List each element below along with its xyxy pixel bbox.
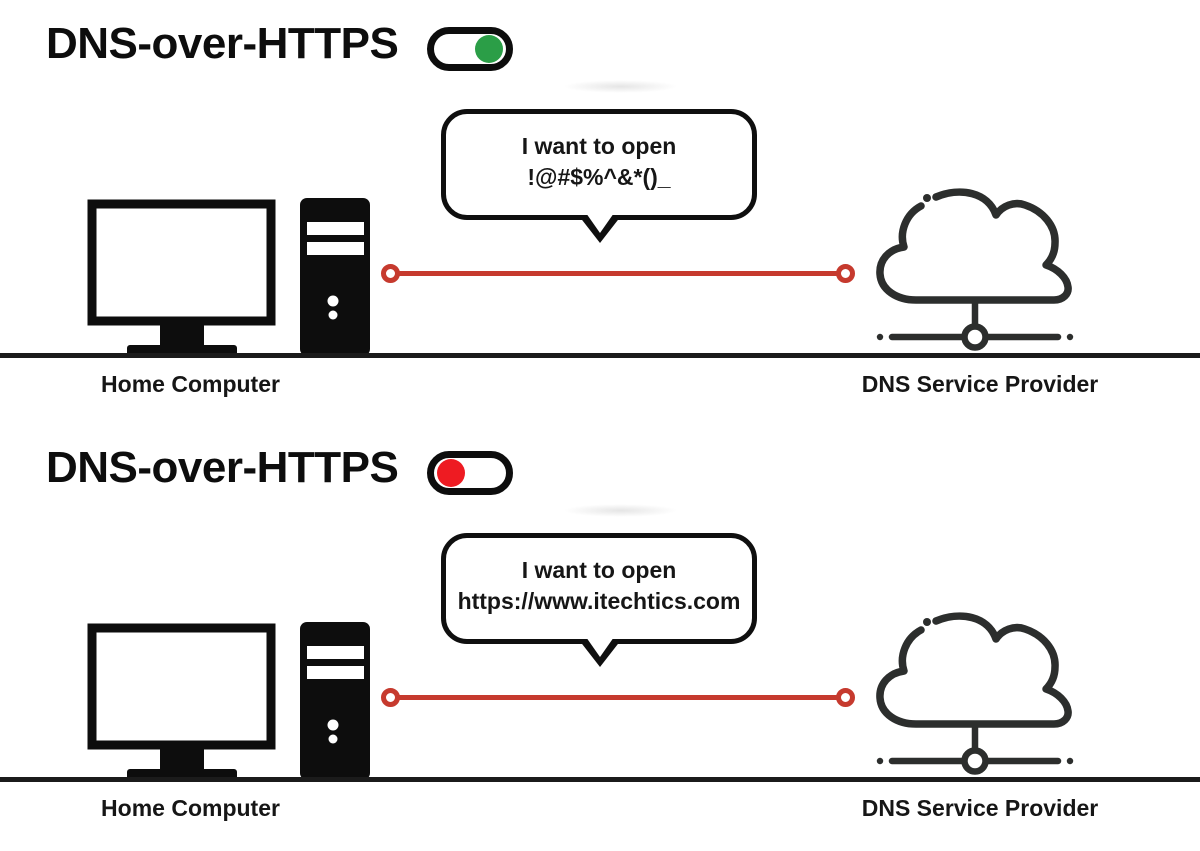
section-title: DNS-over-HTTPS [46,443,399,492]
cloud-network-icon [876,612,1074,775]
tower-slot [307,666,364,679]
cloud-outline [876,188,1072,304]
dns-connection-line [398,271,838,276]
section-title: DNS-over-HTTPS [46,19,399,68]
bus-end-dot [876,333,884,341]
speech-bubble: I want to open https://www.itechtics.com [441,533,757,644]
bubble-tail-fill [586,637,614,657]
desktop-computer-icon [87,622,370,780]
monitor-neck [160,745,204,771]
speech-bubble: I want to open !@#$%^&*()_ [441,109,757,220]
toggle-knob [437,459,465,487]
toggle-knob [475,35,503,63]
monitor-neck [160,321,204,347]
connection-endpoint-right [836,688,855,707]
shadow-smudge [563,504,678,517]
dns-provider-label: DNS Service Provider [861,371,1099,397]
cloud-outline [876,612,1072,728]
bubble-text-line1: I want to open [521,133,677,159]
doh-enabled-panel: DNS-over-HTTPS I want to open !@#$%^&*()… [0,0,1200,425]
home-computer-label: Home Computer [101,795,280,821]
tower-case [300,622,370,780]
monitor-screen [87,623,276,750]
cloud-accent-dot [923,194,931,202]
cloud-accent-dot [923,618,931,626]
dns-connection-line [398,695,838,700]
tower-slot [307,646,364,659]
doh-toggle-switch[interactable] [427,27,513,71]
tower-case [300,198,370,356]
network-node [961,747,989,775]
bus-end-dot [1066,757,1074,765]
ground-line [0,353,1200,358]
bubble-text-line1: I want to open [521,557,677,583]
tower-slot [307,242,364,255]
tower-button [328,734,338,744]
monitor-screen [87,199,276,326]
shadow-smudge [563,80,678,93]
network-node [961,323,989,351]
connection-endpoint-left [381,688,400,707]
dns-provider-label: DNS Service Provider [861,795,1099,821]
doh-disabled-panel: DNS-over-HTTPS I want to open https://ww… [0,424,1200,849]
desktop-computer-icon [87,198,370,356]
tower-slot [307,222,364,235]
home-computer-label: Home Computer [101,371,280,397]
bubble-text-line2: !@#$%^&*()_ [527,164,671,190]
ground-line [0,777,1200,782]
bubble-tail-fill [586,213,614,233]
bus-end-dot [1066,333,1074,341]
cloud-network-icon [876,188,1074,351]
doh-toggle-switch[interactable] [427,451,513,495]
tower-button [328,310,338,320]
tower-button [327,295,339,307]
connection-endpoint-right [836,264,855,283]
bus-end-dot [876,757,884,765]
tower-button [327,719,339,731]
bubble-text-line2: https://www.itechtics.com [457,588,741,614]
connection-endpoint-left [381,264,400,283]
